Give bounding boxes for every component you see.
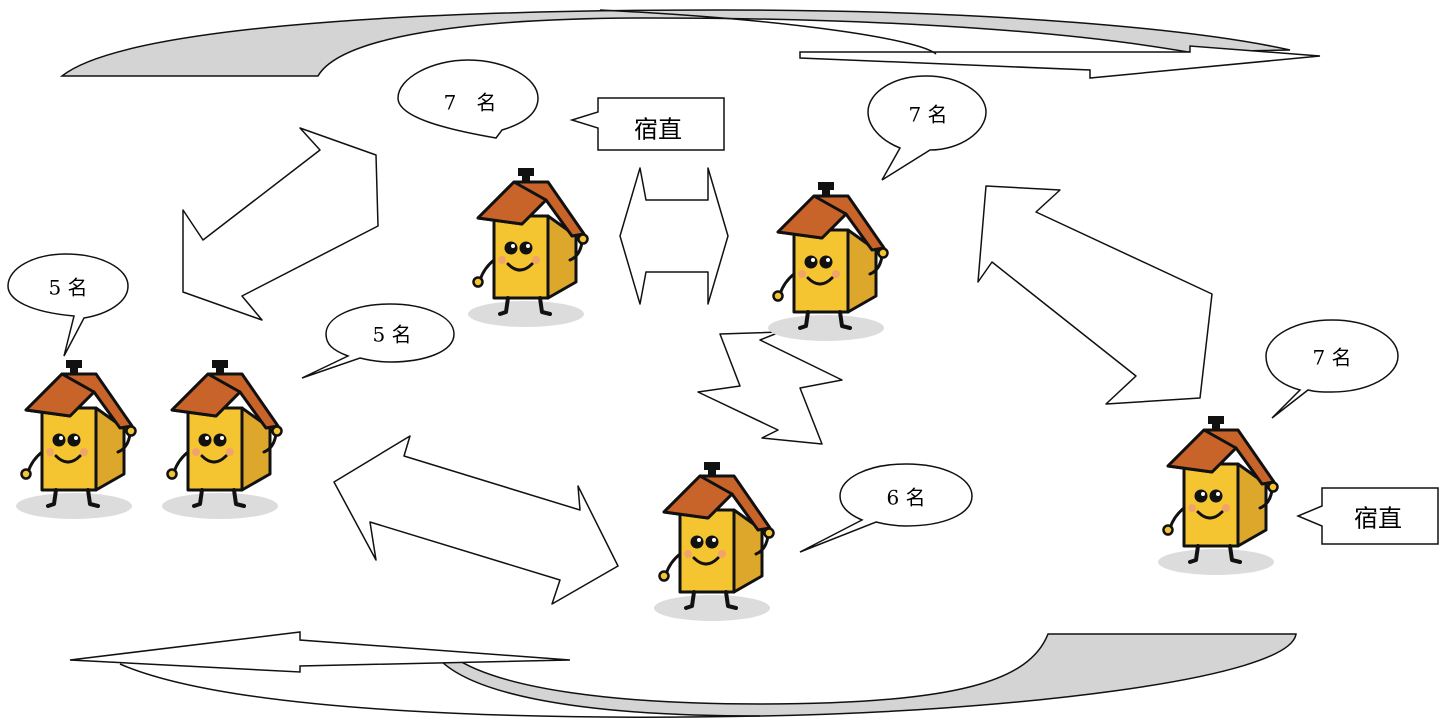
speech-bubble (867, 75, 987, 181)
curved-arrow-top-icon (59, 9, 1321, 79)
house-mascot-icon (766, 180, 890, 343)
house-mascot-icon (160, 358, 284, 521)
bubble-label: 7 名 (908, 102, 948, 127)
callout-box (569, 97, 725, 151)
bubble-label: 5 名 (372, 322, 412, 347)
double-arrow-icon (977, 185, 1213, 405)
speech-bubble (1265, 319, 1399, 419)
speech-bubble (799, 463, 973, 553)
speech-bubble (397, 59, 539, 139)
house-mascot-icon (1156, 414, 1280, 577)
house-mascot-icon (466, 166, 590, 329)
bubble-label: 7 名 (1312, 345, 1352, 370)
callout-box (1296, 487, 1439, 545)
bubble-label: 5 名 (48, 275, 88, 300)
curved-arrow-bottom-icon (69, 631, 1297, 718)
bubble-label: 7 名 (443, 90, 497, 115)
callout-label: 宿直 (1354, 504, 1402, 533)
bubble-label: 6 名 (886, 485, 926, 510)
callout-label: 宿直 (634, 115, 682, 144)
double-arrow-icon (619, 167, 729, 305)
double-arrow-icon (182, 127, 379, 321)
double-arrow-icon (333, 435, 619, 605)
speech-bubble (7, 253, 129, 357)
double-arrow-icon (697, 331, 843, 445)
speech-bubble (301, 303, 455, 379)
house-mascot-icon (652, 460, 776, 623)
house-mascot-icon (14, 358, 138, 521)
